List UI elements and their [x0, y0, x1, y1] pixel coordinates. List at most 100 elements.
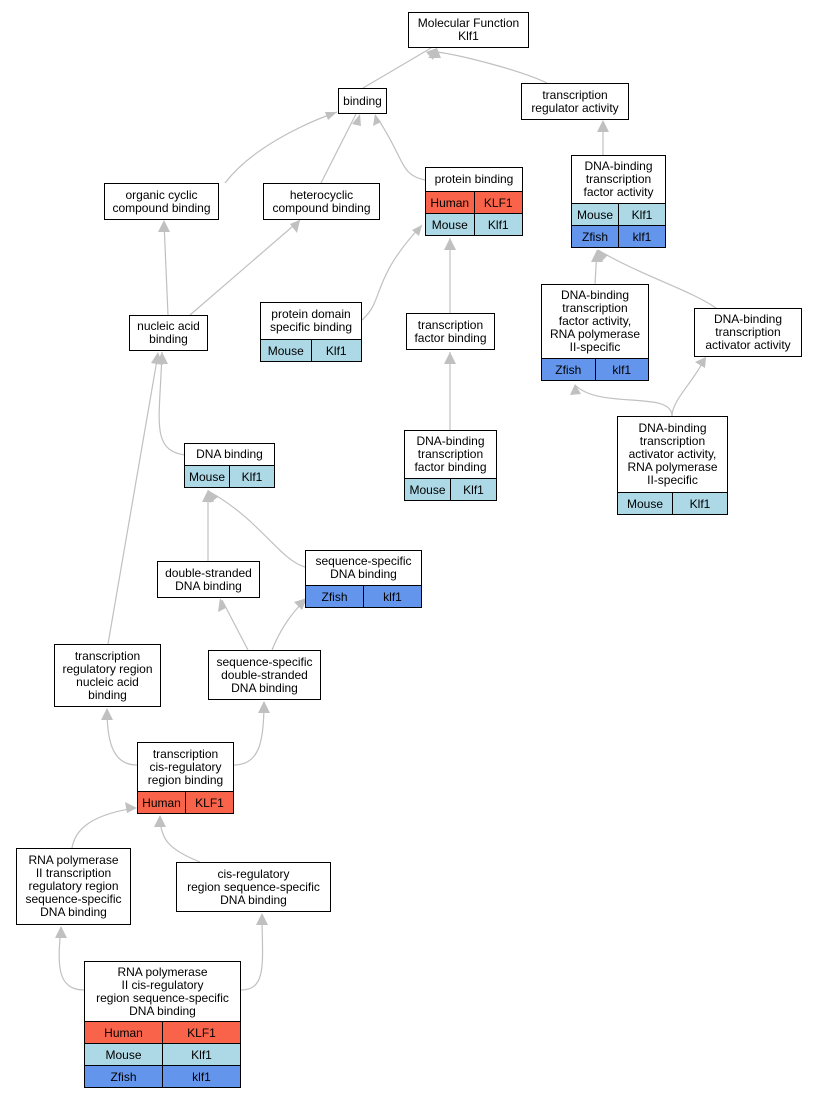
arrowhead [426, 48, 437, 60]
gene-name: Klf1 [310, 340, 362, 361]
edge-line [377, 118, 426, 181]
species-name: Mouse [431, 217, 468, 232]
node-label: cis-regulatory region sequence-specific … [187, 866, 320, 907]
node-label: double-stranded DNA binding [165, 565, 252, 593]
arrowhead [55, 926, 67, 938]
species-name: Zfish [321, 589, 348, 604]
species-name: Human [430, 195, 470, 210]
arrowhead [154, 815, 166, 827]
edge-line [240, 913, 264, 991]
node-heterocyclic-compound-binding: heterocyclic compound binding [263, 183, 380, 220]
node-organic-cyclic-compound-binding: organic cyclic compound binding [104, 183, 219, 220]
edge-line [671, 357, 706, 417]
gene-name: Klf1 [672, 493, 727, 514]
node-cis-regulatory-region-sequence-specific-dna-binding: cis-regulatory region sequence-specific … [176, 862, 331, 912]
edge-line [159, 815, 201, 863]
arrowhead [695, 357, 706, 368]
species-row: Mouse Klf1 [405, 478, 496, 500]
node-label: protein binding [434, 172, 514, 186]
edge-line [597, 249, 717, 309]
node-label: Molecular Function Klf1 [417, 16, 520, 43]
node-label: RNA polymerase II transcription regulato… [25, 853, 122, 919]
node-label: DNA-binding transcription activator acti… [705, 312, 791, 352]
species-row: Zfish klf1 [542, 358, 648, 380]
node-dna-binding-tf-activity-rna-pol-ii: DNA-binding transcription factor activit… [541, 284, 649, 381]
node-protein-domain-specific-binding: protein domain specific binding Mouse Kl… [260, 302, 362, 362]
node-label: heterocyclic compound binding [272, 187, 371, 215]
node-label: DNA-binding transcription factor activit… [549, 288, 641, 354]
species-row: Mouse Klf1 [261, 339, 361, 361]
species-name: Mouse [409, 482, 446, 497]
arrowhead [208, 490, 218, 503]
node-rna-pol-ii-transcription-regulatory-region-binding: RNA polymerase II transcription regulato… [16, 848, 131, 925]
species-name: Human [104, 1025, 143, 1040]
node-label: DNA-binding transcription activator acti… [627, 421, 718, 487]
node-dna-binding-ta-activity-rna-pol-ii: DNA-binding transcription activator acti… [617, 416, 728, 515]
edge-line [320, 113, 357, 184]
edge-line [71, 807, 136, 849]
species-name: Human [142, 795, 181, 810]
arrowhead [570, 384, 581, 395]
node-sequence-specific-dna-binding: sequence-specific DNA binding Zfish klf1 [305, 550, 422, 608]
species-name: Mouse [626, 496, 664, 511]
node-label: sequence-specific DNA binding [315, 554, 412, 581]
arrowhead [597, 250, 608, 262]
edge-line [158, 351, 186, 456]
arrowhead [325, 112, 337, 120]
gene-name: KLF1 [473, 192, 523, 213]
arrowhead [218, 598, 226, 612]
node-rna-pol-ii-cis-regulatory-region-binding: RNA polymerase II cis-regulatory region … [84, 961, 241, 1088]
edge-line [107, 353, 159, 645]
species-row: Mouse Klf1 [85, 1043, 240, 1065]
gene-name: KLF1 [185, 792, 233, 813]
species-name: Mouse [105, 1047, 142, 1062]
species-row: Mouse Klf1 [572, 203, 665, 225]
edge-line [163, 221, 169, 316]
arrowhead [258, 701, 270, 713]
node-dna-binding: DNA binding Mouse Klf1 [184, 443, 275, 488]
node-dna-binding-transcription-factor-binding: DNA-binding transcription factor binding… [404, 430, 497, 501]
edge-line [361, 224, 423, 321]
species-row: Mouse Klf1 [185, 465, 274, 487]
edge-line [362, 47, 432, 89]
gene-name: klf1 [618, 226, 665, 247]
gene-name: klf1 [162, 1066, 240, 1087]
species-name: Zfish [110, 1069, 137, 1084]
node-label: protein domain specific binding [269, 307, 353, 334]
species-row: Human KLF1 [85, 1021, 240, 1043]
node-binding: binding [338, 88, 387, 114]
arrowhead [373, 114, 381, 126]
arrowhead [125, 802, 137, 813]
node-label: transcription regulatory region nucleic … [62, 648, 153, 702]
gene-name: KLF1 [162, 1022, 240, 1043]
gene-name: Klf1 [618, 204, 665, 225]
species-row: Mouse Klf1 [426, 213, 522, 235]
node-dna-binding-transcription-activator-activity: DNA-binding transcription activator acti… [694, 308, 802, 357]
species-name: Zfish [555, 362, 582, 377]
edge-line [189, 219, 301, 316]
species-row: Mouse Klf1 [618, 492, 727, 514]
node-transcription-regulator-activity: transcription regulator activity [521, 83, 629, 120]
node-double-stranded-dna-binding: double-stranded DNA binding [157, 561, 260, 598]
node-transcription-factor-binding: transcription factor binding [406, 313, 495, 350]
arrowhead [352, 114, 361, 126]
node-transcription-cis-regulatory-region-binding: transcription cis-regulatory region bind… [137, 742, 234, 814]
edge-line [574, 384, 673, 417]
node-label: transcription regulator activity [531, 87, 619, 115]
node-label: organic cyclic compound binding [112, 187, 211, 215]
species-name: Mouse [188, 469, 226, 484]
node-label: DNA-binding transcription factor activit… [583, 159, 654, 199]
edge-line [209, 491, 306, 568]
species-row: Zfish klf1 [306, 585, 421, 607]
arrowhead [597, 120, 609, 132]
node-label: binding [343, 93, 382, 108]
gene-name: klf1 [594, 359, 649, 380]
species-name: Mouse [267, 343, 304, 358]
arrowhead [444, 352, 456, 364]
node-dna-binding-transcription-factor-activity: DNA-binding transcription factor activit… [571, 155, 666, 248]
node-label: DNA binding [196, 447, 263, 461]
node-label: transcription cis-regulatory region bind… [147, 746, 224, 787]
gene-name: Klf1 [229, 466, 274, 487]
arrowhead [412, 225, 422, 236]
